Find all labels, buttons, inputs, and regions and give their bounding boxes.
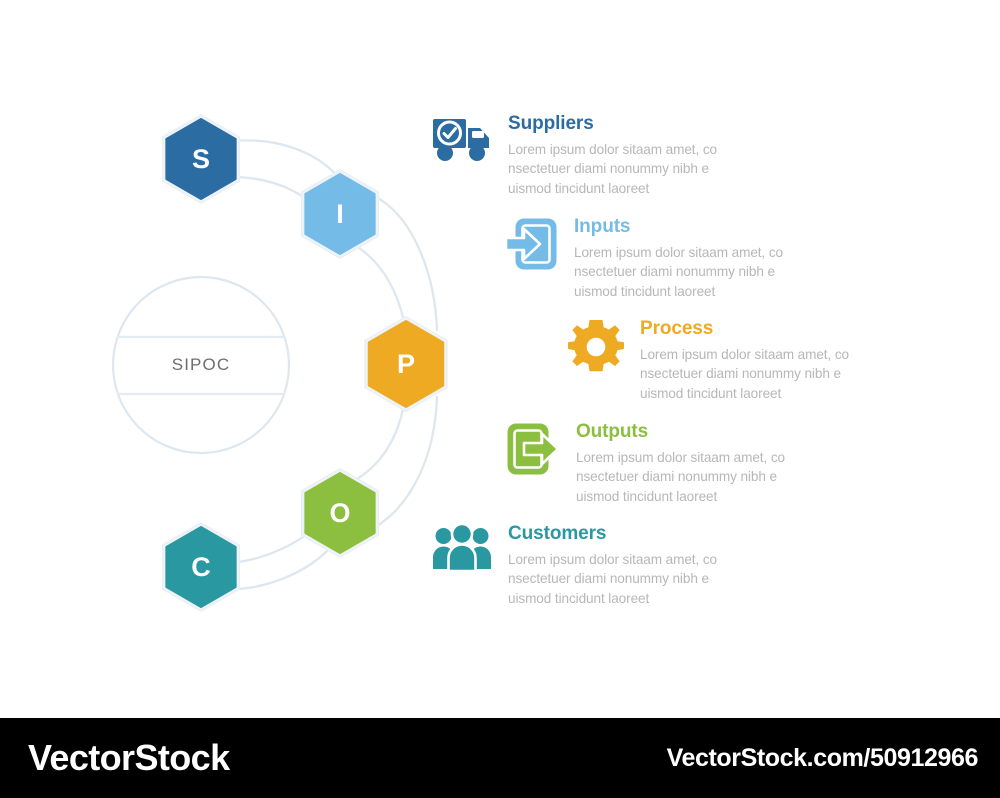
section-title-inputs: Inputs [574, 216, 631, 237]
section-title-process: Process [640, 318, 714, 339]
hexagon-s[interactable] [165, 118, 237, 200]
section-title-customers: Customers [508, 523, 607, 544]
sipoc-diagram [111, 114, 448, 612]
section-row-suppliers[interactable]: Suppliers Lorem ipsum dolor sitaam amet,… [432, 113, 717, 199]
hexagon-p[interactable] [367, 320, 445, 408]
people-group-icon [432, 522, 492, 579]
hexagon-o[interactable] [304, 472, 376, 554]
hexagon-group [161, 114, 448, 612]
sipoc-circle [111, 275, 291, 455]
section-body-customers: Lorem ipsum dolor sitaam amet, co nsecte… [508, 551, 717, 607]
section-row-outputs[interactable]: Outputs Lorem ipsum dolor sitaam amet, c… [506, 421, 785, 507]
vectorstock-logo: VectorStock [28, 737, 230, 778]
arrow-out-of-box-icon [506, 422, 560, 481]
sections-list: Suppliers Lorem ipsum dolor sitaam amet,… [432, 113, 849, 609]
arrow-into-box-icon [504, 217, 558, 276]
watermark-bar: VectorStock VectorStock.com/50912966 [0, 718, 1000, 798]
hexagon-i[interactable] [304, 173, 376, 255]
section-body-process: Lorem ipsum dolor sitaam amet, co nsecte… [640, 346, 849, 402]
section-body-suppliers: Lorem ipsum dolor sitaam amet, co nsecte… [508, 141, 717, 197]
section-body-inputs: Lorem ipsum dolor sitaam amet, co nsecte… [574, 244, 783, 300]
section-title-suppliers: Suppliers [508, 113, 594, 134]
section-row-inputs[interactable]: Inputs Lorem ipsum dolor sitaam amet, co… [504, 216, 783, 302]
gear-icon [567, 319, 625, 380]
section-row-customers[interactable]: Customers Lorem ipsum dolor sitaam amet,… [432, 522, 717, 609]
delivery-truck-check-icon [432, 114, 492, 171]
section-title-outputs: Outputs [576, 421, 649, 442]
section-body-outputs: Lorem ipsum dolor sitaam amet, co nsecte… [576, 449, 785, 505]
sipoc-center-label: SIPOC [171, 355, 231, 374]
section-row-process[interactable]: Process Lorem ipsum dolor sitaam amet, c… [567, 318, 849, 404]
hexagon-c[interactable] [165, 526, 237, 608]
vectorstock-url: VectorStock.com/50912966 [666, 743, 979, 772]
